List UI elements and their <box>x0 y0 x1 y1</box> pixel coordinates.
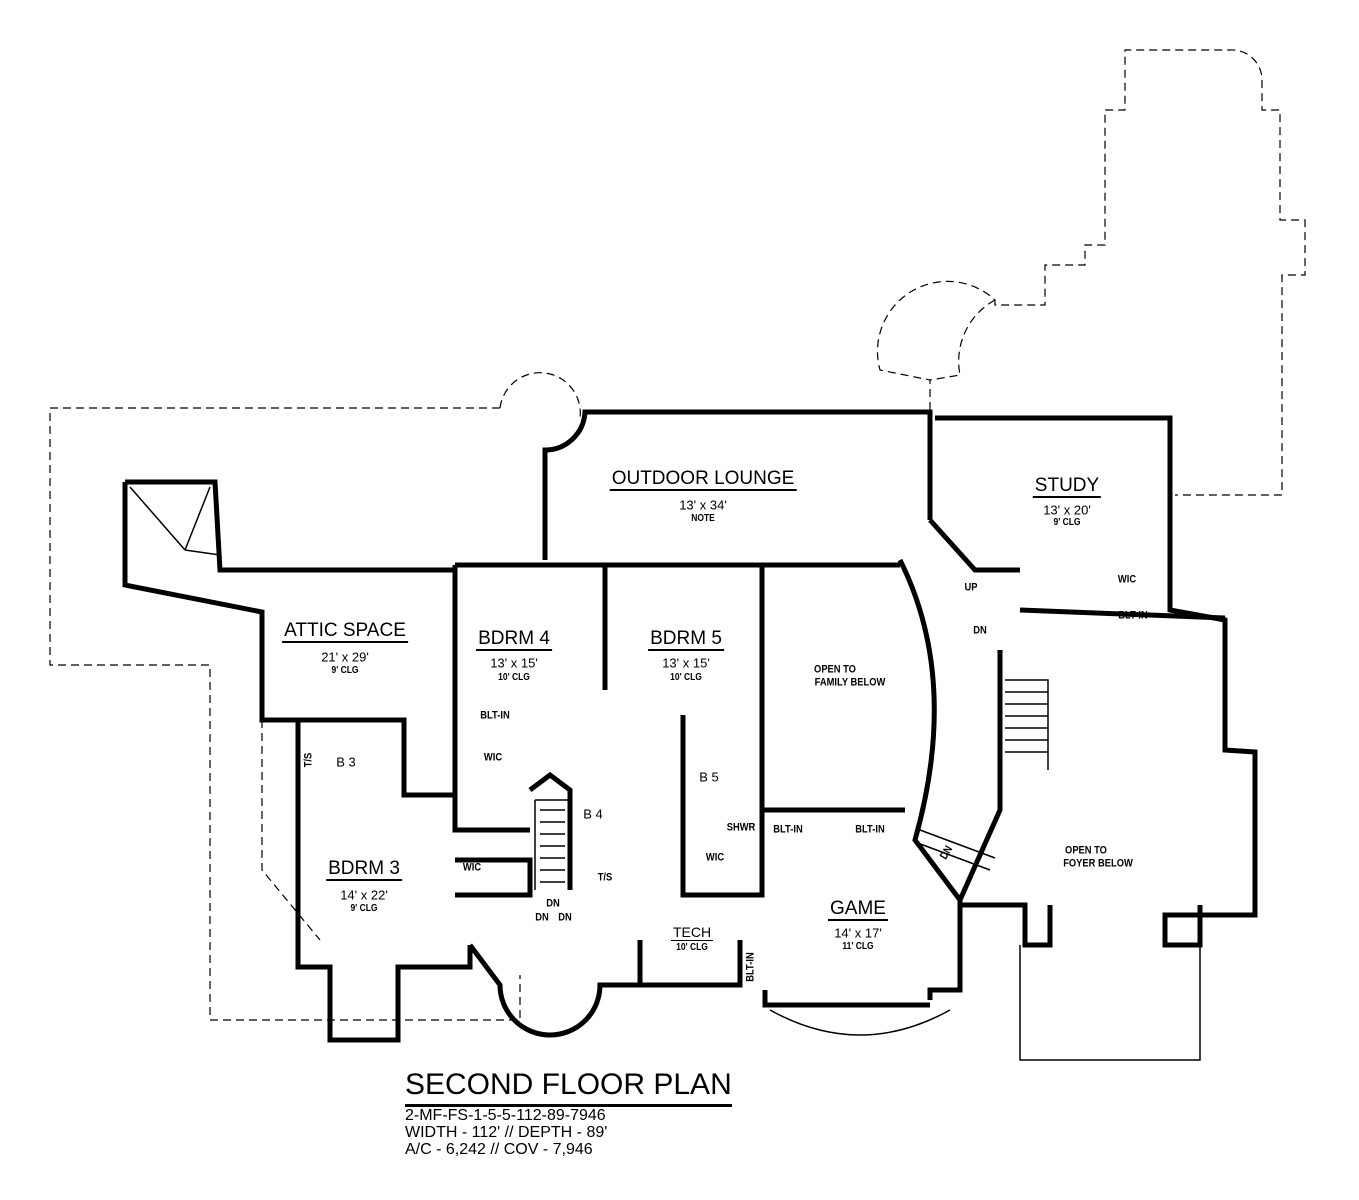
room-ceiling: 9' CLG <box>350 903 378 914</box>
room-note: NOTE <box>691 513 715 524</box>
wic-label: WIC <box>1117 573 1137 586</box>
stair-down-label: DN <box>558 911 572 924</box>
built-in-label: BLT-IN <box>480 709 510 722</box>
room-size: 13' x 15' <box>662 655 710 671</box>
wic-label: WIC <box>483 751 503 764</box>
open-label-line2: FAMILY BELOW <box>814 676 886 689</box>
roof-outline-dashed <box>49 49 1306 1021</box>
bath-3-label: B 3 <box>336 754 356 770</box>
plan-dimensions: WIDTH - 112' // DEPTH - 89' <box>405 1124 608 1141</box>
shower-label: SHWR <box>726 821 756 834</box>
built-in-label: BLT-IN <box>773 823 803 836</box>
built-in-label: BLT-IN <box>1118 609 1148 622</box>
plan-area: A/C - 6,242 // COV - 7,946 <box>405 1141 593 1158</box>
room-size: 13' x 20' <box>1043 502 1091 518</box>
open-label-line1: OPEN TO <box>1065 844 1107 857</box>
stair-down-label: DN <box>973 624 987 637</box>
stair-down-label: DN <box>546 897 560 910</box>
title-block: SECOND FLOOR PLAN 2-MF-FS-1-5-5-112-89-7… <box>405 1068 732 1158</box>
room-name: BDRM 4 <box>476 628 552 651</box>
roof-hip-lines <box>129 486 221 556</box>
stair-down-label: DN <box>535 911 549 924</box>
room-name: BDRM 3 <box>326 858 402 881</box>
open-label-line1: OPEN TO <box>814 663 856 676</box>
room-name: OUTDOOR LOUNGE <box>609 468 797 491</box>
room-size: 13' x 15' <box>490 655 538 671</box>
room-size: 13' x 34' <box>679 497 727 513</box>
room-size: 21' x 29' <box>321 649 369 665</box>
built-in-label: BLT-IN <box>855 823 885 836</box>
wic-label: WIC <box>705 851 725 864</box>
walls <box>122 409 1258 1043</box>
tub-shower-label: T/S <box>302 752 315 768</box>
open-label-line2: FOYER BELOW <box>1063 857 1133 870</box>
room-ceiling: 9' CLG <box>331 665 359 676</box>
room-ceiling: 9' CLG <box>1053 517 1081 528</box>
room-ceiling: 10' CLG <box>676 942 708 953</box>
room-name: STUDY <box>1032 475 1102 498</box>
plan-code: 2-MF-FS-1-5-5-112-89-7946 <box>405 1107 606 1124</box>
plan-title: SECOND FLOOR PLAN <box>405 1068 732 1107</box>
room-name: ATTIC SPACE <box>282 620 408 643</box>
room-size: 14' x 22' <box>340 887 388 903</box>
room-ceiling: 11' CLG <box>842 941 874 952</box>
room-size: 14' x 17' <box>834 925 882 941</box>
wic-label: WIC <box>462 861 482 874</box>
bath-4-label: B 4 <box>583 806 603 822</box>
bath-5-label: B 5 <box>699 769 719 785</box>
room-ceiling: 10' CLG <box>670 672 702 683</box>
thin-lines <box>534 679 1201 1061</box>
room-name: BDRM 5 <box>648 628 724 651</box>
stair-up-label: UP <box>964 581 978 594</box>
built-in-label: BLT-IN <box>744 952 757 982</box>
room-name: GAME <box>828 898 888 921</box>
tub-shower-label: T/S <box>597 871 613 884</box>
room-name: TECH <box>670 924 714 941</box>
room-ceiling: 10' CLG <box>498 672 530 683</box>
